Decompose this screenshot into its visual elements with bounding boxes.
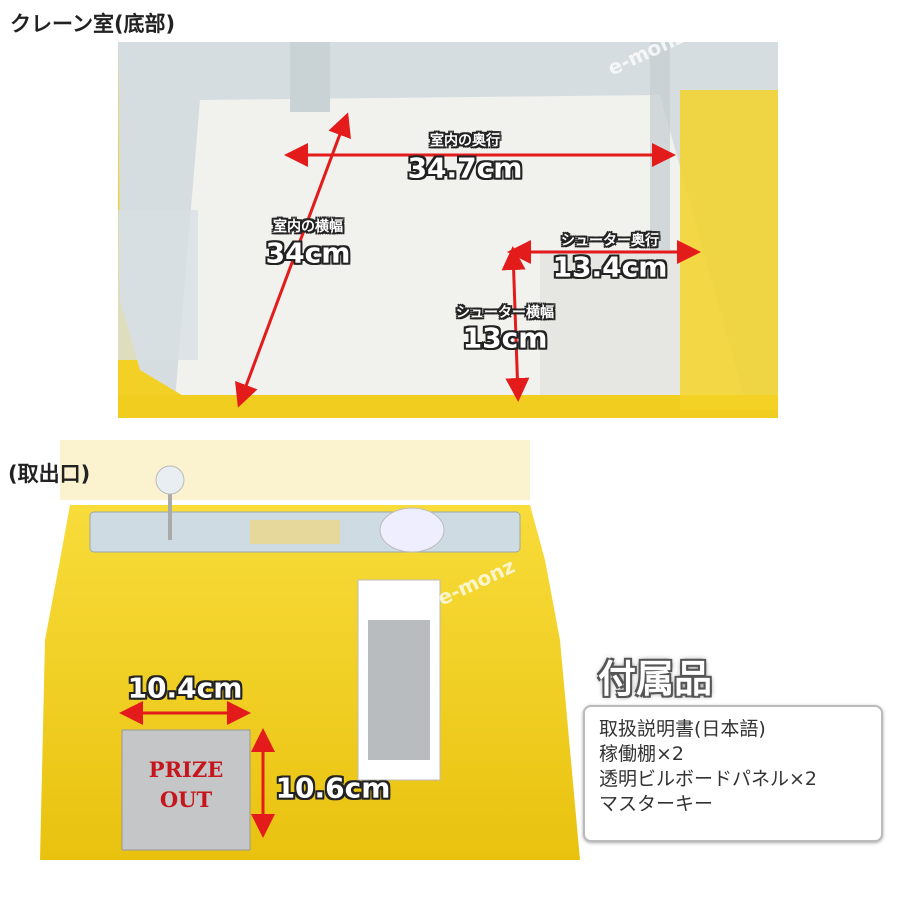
depth-value: 34.7cm <box>407 151 523 185</box>
width-value: 34cm <box>265 236 351 270</box>
prize-out-door: PRIZE OUT <box>122 755 250 815</box>
prize-text: PRIZE <box>148 757 224 782</box>
width-arrow <box>235 112 351 408</box>
accessory-item: 取扱説明書(日本語) <box>599 718 766 740</box>
chute-width-label: シューター横幅 <box>456 305 554 321</box>
accessory-item: マスターキー <box>599 793 714 815</box>
chute-width-arrow <box>501 246 530 402</box>
accessory-item: 透明ビルボードパネル×2 <box>599 768 818 790</box>
outlet-photo <box>40 440 580 860</box>
outlet-width-value: 10.4cm <box>127 671 243 705</box>
accessories-list: 取扱説明書(日本語) 稼働棚×2 透明ビルボードパネル×2 マスターキー <box>583 705 883 842</box>
chute-depth-value: 13.4cm <box>552 250 668 284</box>
crane-room-photo <box>118 40 778 418</box>
crane-room-title: クレーン室(底部) <box>10 12 176 36</box>
width-label: 室内の横幅 <box>273 219 343 235</box>
accessories-title: 付属品 <box>598 657 713 701</box>
outlet-title: (取出口) <box>8 462 91 486</box>
chute-width-value: 13cm <box>462 321 548 355</box>
accessory-item: 稼働棚×2 <box>599 743 685 765</box>
outlet-height-value: 10.6cm <box>275 771 391 805</box>
depth-label: 室内の奥行 <box>430 133 500 149</box>
chute-depth-label: シューター奥行 <box>561 233 659 249</box>
out-text: OUT <box>159 787 213 812</box>
